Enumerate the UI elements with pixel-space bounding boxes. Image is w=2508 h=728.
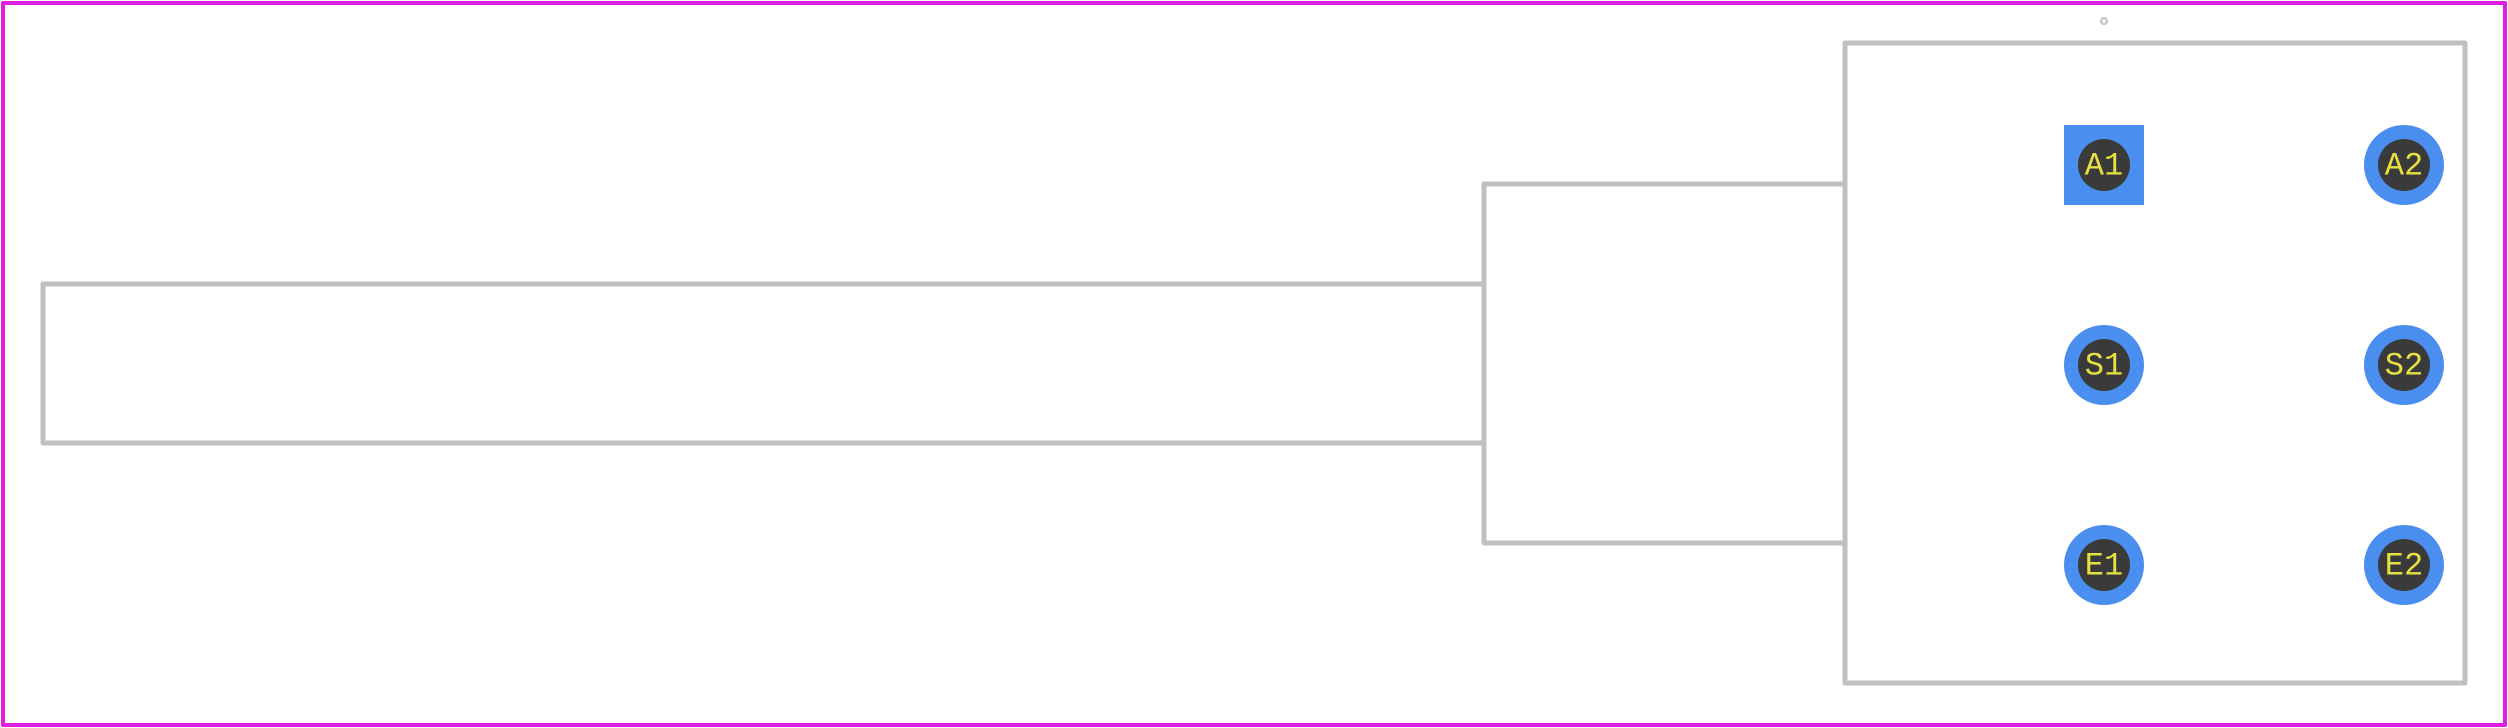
shaft-outline — [40, 281, 1486, 446]
pad-s2: S2 — [2364, 325, 2444, 405]
origin-marker — [2100, 17, 2108, 25]
pad-label: S2 — [2385, 348, 2423, 385]
pad-label: A2 — [2385, 148, 2423, 185]
pad-a2: A2 — [2364, 125, 2444, 205]
pad-label: E2 — [2385, 548, 2423, 585]
housing-outline — [1842, 40, 2468, 686]
pad-a1: A1 — [2064, 125, 2144, 205]
silkscreen-outline — [40, 40, 2468, 686]
pad-label: E1 — [2085, 548, 2123, 585]
pad-drill-hole — [2078, 339, 2130, 391]
pad-drill-hole — [2078, 539, 2130, 591]
pad-e1: E1 — [2064, 525, 2144, 605]
pad-drill-hole — [2378, 539, 2430, 591]
pad-drill-hole — [2378, 139, 2430, 191]
pad-label: A1 — [2085, 148, 2123, 185]
pad-drill-hole — [2078, 139, 2130, 191]
pad-label: S1 — [2085, 348, 2123, 385]
pad-e2: E2 — [2364, 525, 2444, 605]
pad-s1: S1 — [2064, 325, 2144, 405]
pad-drill-hole — [2378, 339, 2430, 391]
bushing-outline — [1481, 181, 1848, 546]
